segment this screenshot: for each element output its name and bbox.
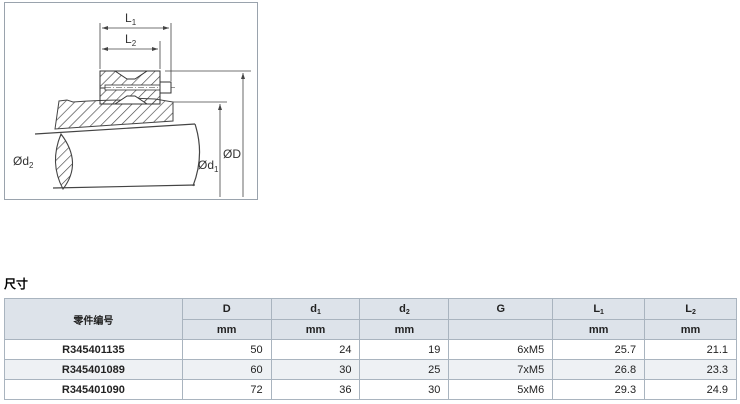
cell-D: 60 — [181, 359, 272, 380]
column-header-d2: d2 — [359, 298, 450, 320]
column-header-D: D — [181, 298, 272, 320]
cell-d1: 30 — [270, 359, 361, 380]
table-unit-row: mm mm mm mm mm — [5, 319, 737, 340]
locking-assembly — [99, 70, 175, 105]
cell-D: 50 — [181, 339, 272, 360]
cell-L2: 24.9 — [644, 379, 737, 400]
part-number-cell: R345401089 — [4, 359, 183, 380]
shaft-end-section — [54, 132, 74, 191]
cell-d1: 36 — [270, 379, 361, 400]
shaft-break-right — [192, 123, 201, 187]
unit-D: mm — [181, 319, 272, 340]
cell-L1: 26.8 — [552, 359, 646, 380]
column-header-L2: L2 — [644, 298, 737, 320]
part-number-cell: R345401135 — [4, 339, 183, 360]
table-row: R345401089 60 30 25 7xM5 26.8 23.3 — [4, 359, 737, 380]
unit-d2: mm — [359, 319, 450, 340]
cell-L2: 21.1 — [644, 339, 737, 360]
label-d2: Ød2 — [13, 154, 34, 170]
label-L1: L1 — [125, 11, 137, 27]
column-header-L1: L1 — [552, 298, 646, 320]
cell-d1: 24 — [270, 339, 361, 360]
table-header-row: 零件编号 D d1 d2 G L1 L2 — [4, 298, 737, 340]
locking-assembly-drawing: L1 L2 ØD Ød1 Ød2 — [13, 11, 251, 197]
table-row: R345401135 50 24 19 6xM5 25.7 21.1 — [4, 339, 737, 360]
dimensions-table: 零件编号 D d1 d2 G L1 L2 mm mm mm mm mm R345… — [4, 298, 737, 400]
shaft-bottom-edge — [52, 184, 196, 189]
label-L2: L2 — [125, 32, 137, 48]
column-header-d1: d1 — [270, 298, 361, 320]
technical-drawing: L1 L2 ØD Ød1 Ød2 — [4, 2, 258, 200]
unit-L2: mm — [644, 319, 737, 340]
unit-d1: mm — [270, 319, 361, 340]
table-row: R345401090 72 36 30 5xM6 29.3 24.9 — [4, 379, 737, 400]
unit-L1: mm — [552, 319, 646, 340]
unit-G — [448, 319, 554, 340]
cell-D: 72 — [181, 379, 272, 400]
cell-d2: 19 — [359, 339, 450, 360]
label-d1: Ød1 — [198, 158, 219, 174]
cell-L1: 25.7 — [552, 339, 646, 360]
cell-d2: 30 — [359, 379, 450, 400]
part-number-cell: R345401090 — [4, 379, 183, 400]
cell-G: 6xM5 — [448, 339, 554, 360]
label-D: ØD — [223, 147, 241, 161]
cell-L2: 23.3 — [644, 359, 737, 380]
cell-G: 5xM6 — [448, 379, 554, 400]
column-header-part-number: 零件编号 — [4, 298, 183, 340]
cell-L1: 29.3 — [552, 379, 646, 400]
cell-G: 7xM5 — [448, 359, 554, 380]
shaft-top-edge — [34, 123, 196, 135]
section-title: 尺寸 — [4, 277, 29, 291]
cell-d2: 25 — [359, 359, 450, 380]
column-header-G: G — [448, 298, 554, 320]
